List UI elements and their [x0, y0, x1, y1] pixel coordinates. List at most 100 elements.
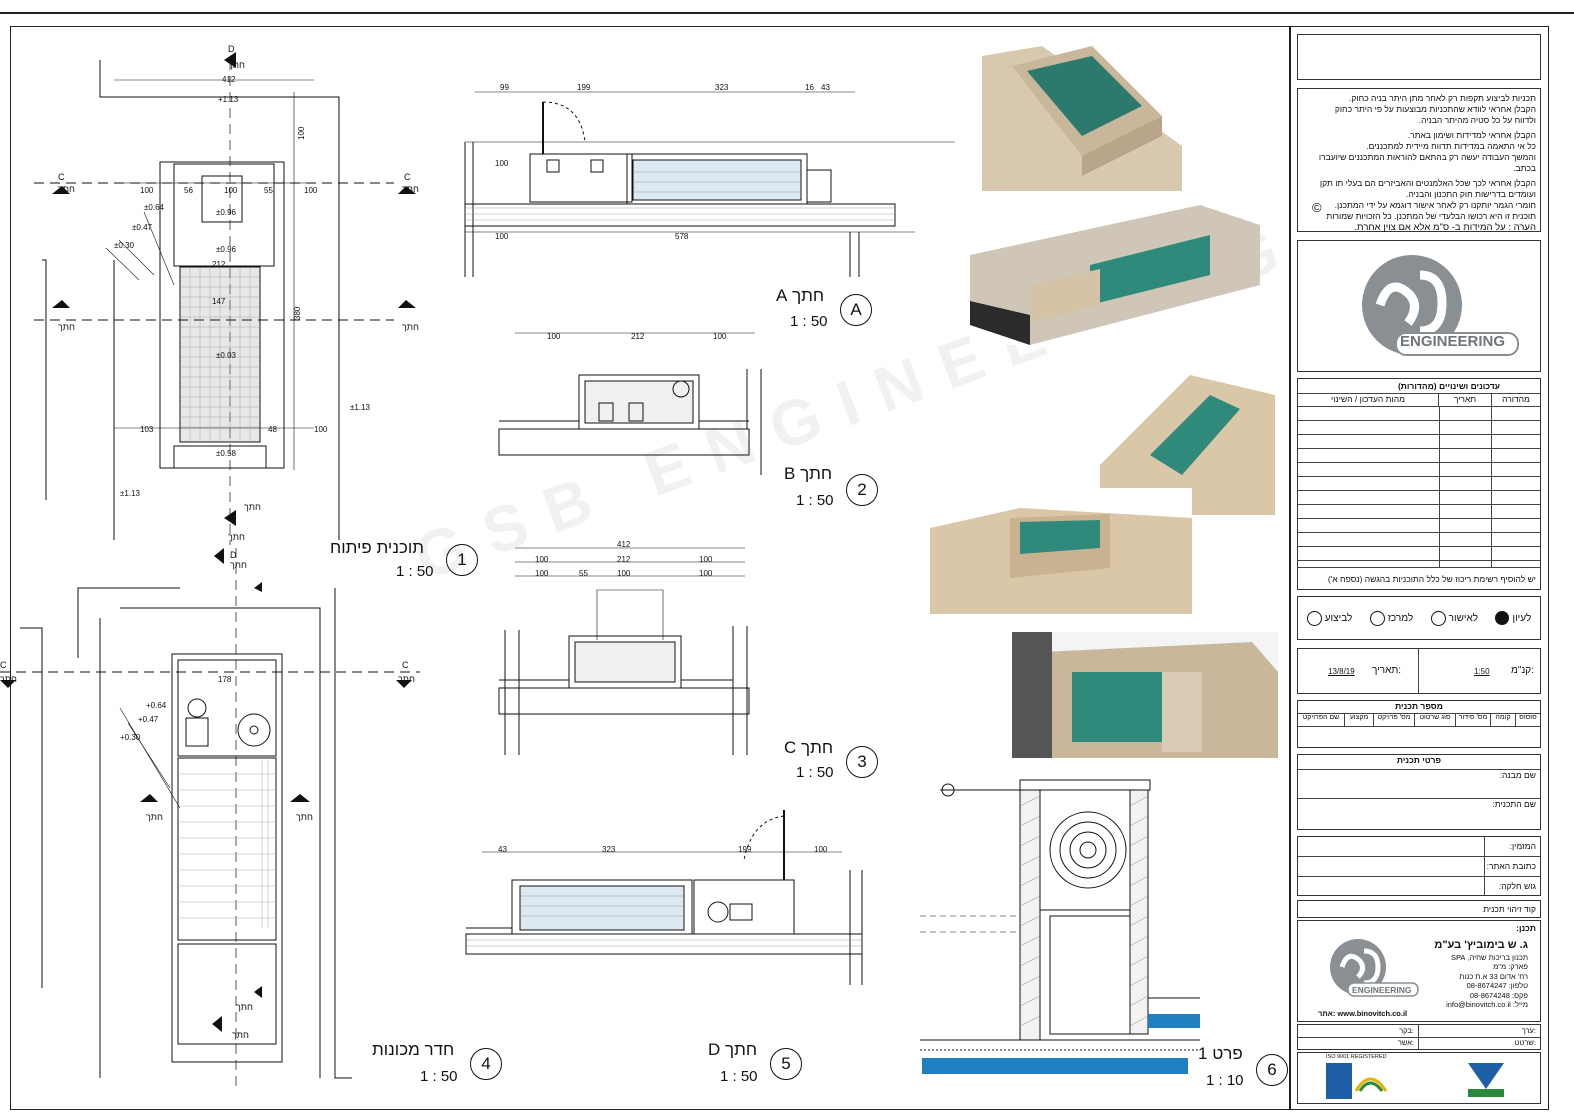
drawing-frame — [10, 26, 1290, 1110]
tb-note-1: תכניות לביצוע תקפות רק לאחר מתן היתר בני… — [1349, 93, 1536, 103]
plan-level-1: +1.13 — [218, 95, 239, 104]
sec-c-dim-8: 100 — [699, 569, 713, 578]
date-label: תאריך: — [1372, 665, 1402, 676]
sec-b-dim-3: 100 — [713, 332, 727, 341]
drawing-6-scale: 1 : 10 — [1206, 1072, 1244, 1089]
sec-a-dim-7: 578 — [675, 232, 689, 241]
sec-c-dim-4: 100 — [699, 555, 713, 564]
render-view-5 — [1012, 632, 1278, 758]
plan-level-9: ±1.13 — [350, 403, 371, 412]
company-line-3: רח' אדום 33 א.ת כנות — [1459, 971, 1528, 981]
designer-label: תכנן: — [1516, 923, 1536, 933]
plan-dim-48: 48 — [268, 425, 277, 434]
company-details: תכנון בריכות שחיה, SPA פארק: מ"מ רח' אדו… — [1446, 953, 1528, 1009]
tb-scale-date: קנ"מ: 1:50 תאריך: 13/8/19 — [1297, 648, 1541, 694]
pn-col-1: סוסוס — [1515, 714, 1540, 726]
mr-section-mark-c-right: חתך — [398, 674, 415, 684]
plan-dim-c: 100 — [224, 186, 238, 195]
render-view-2 — [970, 205, 1260, 345]
sheet-top-line — [0, 12, 1574, 14]
status-execution-radio-icon — [1306, 610, 1322, 626]
drawing-4-number: 4 — [470, 1048, 502, 1080]
sec-a-dim-5: 43 — [821, 83, 830, 92]
iso-cert-icon — [1468, 1063, 1504, 1097]
plan-dim-e: 100 — [304, 186, 318, 195]
pn-col-6: מקצוע — [1344, 714, 1373, 726]
tb-note-5: כל אי התאמה במדידות תדווח מיידית למתכנני… — [1366, 141, 1536, 151]
drawing-3-number: 3 — [846, 746, 878, 778]
plan-dim-e2: 100 — [314, 425, 328, 434]
section-d-drawing: 43 323 199 100 — [465, 810, 863, 985]
tb-note-7: הקבלן אחראי לכך שכל האלמנטים והאביזרים ה… — [1319, 178, 1536, 188]
rev-col-description: מהות העדכון / השינוי — [1331, 394, 1405, 404]
sec-d-dim-2: 323 — [602, 845, 616, 854]
machine-dim: 178 — [218, 675, 232, 684]
company-website[interactable]: אתר: www.binovitch.co.il — [1318, 1009, 1408, 1018]
plan-dim-top: 412 — [222, 75, 236, 84]
drawing-1-number: 1 — [446, 544, 478, 576]
rev-rows — [1298, 407, 1540, 567]
plan-dim-d: 55 — [264, 186, 273, 195]
tb-certifications: ISO 9001 REGISTERED — [1297, 1052, 1541, 1104]
drawing-5-title: חתך D — [708, 1040, 758, 1059]
rev-footer: יש להוסיף רשימת ריכוז של כלל התוכניות בה… — [1298, 567, 1540, 584]
sec-b-dim-1: 100 — [547, 332, 561, 341]
tb-plan-number: מספר תכנית סוסוס קומה מס' סידור סוג שרטו… — [1297, 700, 1541, 748]
tb-note-2: הקבלן אחראי לוודא שהתכניות מבוצעות על פי… — [1334, 104, 1536, 114]
status-tender-radio-icon — [1369, 610, 1385, 626]
company-line-4: טלפון: 08-8674247 — [1466, 981, 1528, 991]
plan-level-10: ±1.13 — [120, 489, 141, 498]
water-line — [922, 1058, 1188, 1074]
plan-details-header: פרטי תכנית — [1298, 755, 1540, 770]
render-view-1 — [982, 46, 1182, 191]
tb-note-9: חומרי הגמר יותקנו רק לאחר אישור דוגמא על… — [1334, 200, 1536, 210]
sign-approved-label: אשר: — [1397, 1038, 1414, 1047]
sign-checked-label: ערך: — [1521, 1026, 1536, 1035]
pool-development-plan: 412 100 56 100 55 100 212 147 103 48 380… — [34, 44, 419, 545]
section-mark-c-left: חתך — [58, 184, 75, 194]
svg-text:D: D — [230, 550, 237, 560]
status-review-radio-icon — [1495, 611, 1510, 625]
client-label: המזמין: — [1298, 837, 1540, 857]
tb-note-6: והמשך העבודה יעשה רק בהתאם להוראות המתכנ… — [1318, 152, 1536, 173]
status-tender[interactable]: למרכז — [1369, 610, 1413, 626]
plan-dim-212: 212 — [212, 260, 226, 269]
plan-id-label: קוד זיהוי תכנית — [1483, 904, 1536, 914]
render-view-4 — [930, 488, 1192, 614]
sign-controller-label: בקר: — [1399, 1026, 1414, 1035]
tb-client-info: המזמין: כתובת האתר: גוש חלקה: — [1297, 836, 1541, 896]
plan-level-5: ±0.96 — [216, 208, 237, 217]
plan-level-7: ±0.03 — [216, 351, 237, 360]
designer-logo-text: ENGINEERING — [1352, 985, 1412, 995]
drawing-6-number: 6 — [1256, 1054, 1288, 1086]
detail-1-drawing — [920, 779, 1200, 1074]
company-line-6: מייל: info@binovitch.co.il — [1446, 1000, 1528, 1010]
sec-b-dim-2: 212 — [631, 332, 645, 341]
drawing-1-scale: 1 : 50 — [396, 563, 434, 580]
sec-a-dim-3: 323 — [715, 83, 729, 92]
gsb-logo-icon — [1362, 255, 1519, 356]
sec-a-dim-2: 199 — [577, 83, 591, 92]
drawing-3-title: חתך C — [784, 738, 834, 757]
status-execution[interactable]: לביצוע — [1306, 610, 1352, 626]
tb-plan-id: קוד זיהוי תכנית — [1297, 900, 1541, 918]
section-mark-c-right: חתך — [402, 184, 419, 194]
titleblock-frame — [1290, 26, 1549, 1110]
sec-c-dim-7: 100 — [617, 569, 631, 578]
sec-c-dim-5: 100 — [535, 569, 549, 578]
tb-plan-details: פרטי תכנית שם מבנה: שם התכנית: — [1297, 754, 1541, 830]
sec-a-dim-1: 99 — [500, 83, 509, 92]
drawing-5-scale: 1 : 50 — [720, 1068, 758, 1085]
plan-level-4: ±0.30 — [114, 241, 135, 250]
status-review[interactable]: לעיון — [1495, 611, 1531, 625]
sec-d-dim-4: 100 — [814, 845, 828, 854]
tb-note-3: ולדווח על כל סטיה מהיתר הבניה. — [1418, 115, 1536, 125]
section-mark-b-right: חתך — [402, 322, 419, 332]
plan-number-header: מספר תכנית — [1298, 701, 1540, 714]
drawing-2-title: חתך B — [784, 464, 833, 483]
section-c-drawing: 412 100 212 100 100 55 100 100 — [498, 540, 750, 755]
pn-col-4: סוג שרטוט — [1414, 714, 1455, 726]
svg-text:C: C — [0, 660, 7, 670]
status-approval[interactable]: לאישור — [1430, 610, 1478, 626]
